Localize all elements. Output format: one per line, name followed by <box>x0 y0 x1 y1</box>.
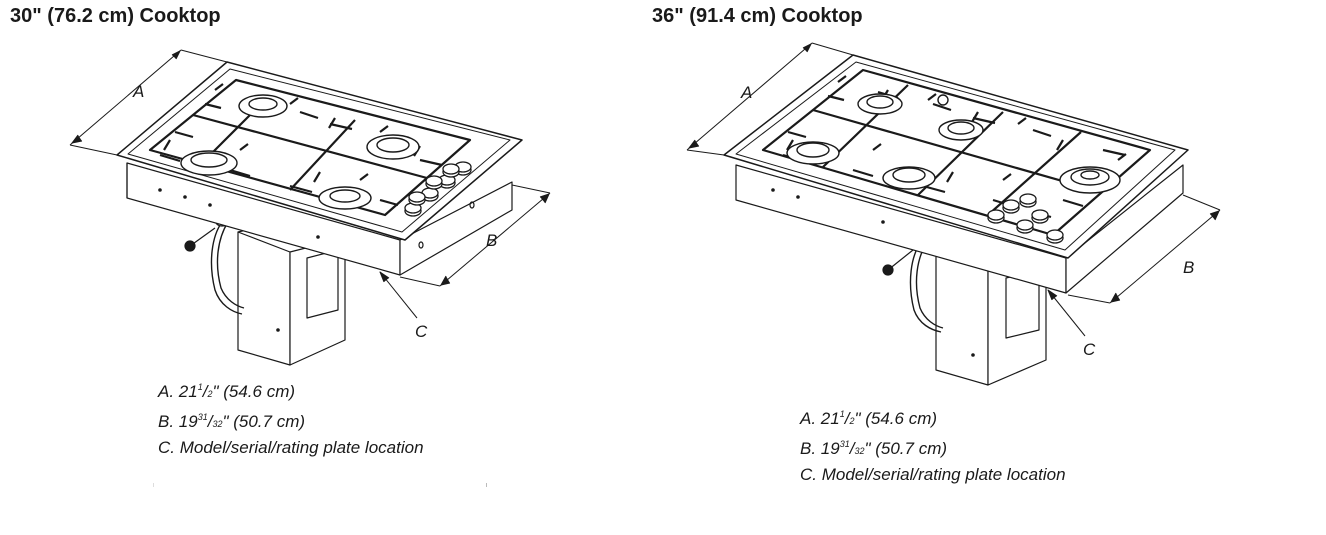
control-knobs <box>987 193 1064 244</box>
burner-front-left <box>786 141 840 165</box>
leader-c <box>379 271 418 319</box>
cooktop-36-legend: A. 211/2" (54.6 cm) B. 1931/32" (50.7 cm… <box>800 403 1066 486</box>
stray-mark <box>153 483 154 487</box>
burner-back-left <box>857 93 903 115</box>
burner-front-right <box>318 186 372 210</box>
callout-c: C <box>1083 340 1096 359</box>
cooktop-30-title: 30" (76.2 cm) Cooktop <box>10 5 221 27</box>
control-knobs <box>404 161 472 217</box>
legend-item-a: A. 211/2" (54.6 cm) <box>158 382 296 401</box>
burner-back-right <box>938 119 984 141</box>
cooktop-36-illustration: A B C <box>686 42 1221 386</box>
cabinet-box <box>935 237 1047 386</box>
dimension-a <box>69 49 228 156</box>
legend-item-c: C. Model/serial/rating plate location <box>158 438 424 457</box>
cooktop-36-title: 36" (91.4 cm) Cooktop <box>652 5 863 27</box>
callout-a: A <box>132 82 144 101</box>
cooktop-30-illustration: A B C <box>69 49 551 366</box>
callout-b: B <box>1183 258 1194 277</box>
cooktop-body <box>735 164 1184 357</box>
grates <box>148 78 472 217</box>
leader-c <box>1047 289 1086 337</box>
callout-a: A <box>740 83 752 102</box>
burner-front-left <box>180 150 238 176</box>
burner-back-left <box>238 94 288 118</box>
burner-right-wok <box>1059 166 1121 194</box>
burner-back-right <box>366 134 420 160</box>
dimension-b <box>1067 194 1221 304</box>
callout-c: C <box>415 322 428 341</box>
burner-front-center <box>882 166 936 190</box>
cooktop-30-panel: 30" (76.2 cm) Cooktop <box>10 5 551 459</box>
legend-item-b: B. 1931/32" (50.7 cm) <box>158 412 306 431</box>
dimension-a <box>686 42 854 156</box>
legend-item-a: A. 211/2" (54.6 cm) <box>800 409 938 428</box>
dimension-b <box>399 184 551 287</box>
cooktop-body <box>126 162 513 332</box>
legend-item-c: C. Model/serial/rating plate location <box>800 465 1066 484</box>
gas-pipe <box>184 217 245 315</box>
cooktop-30-legend: A. 211/2" (54.6 cm) B. 1931/32" (50.7 cm… <box>158 376 424 459</box>
burners <box>180 94 420 210</box>
cooktop-36-panel: 36" (91.4 cm) Cooktop <box>652 0 1326 535</box>
callout-b: B <box>486 231 497 250</box>
legend-item-b: B. 1931/32" (50.7 cm) <box>800 439 948 458</box>
stray-mark <box>486 483 487 487</box>
burners <box>786 93 1121 194</box>
